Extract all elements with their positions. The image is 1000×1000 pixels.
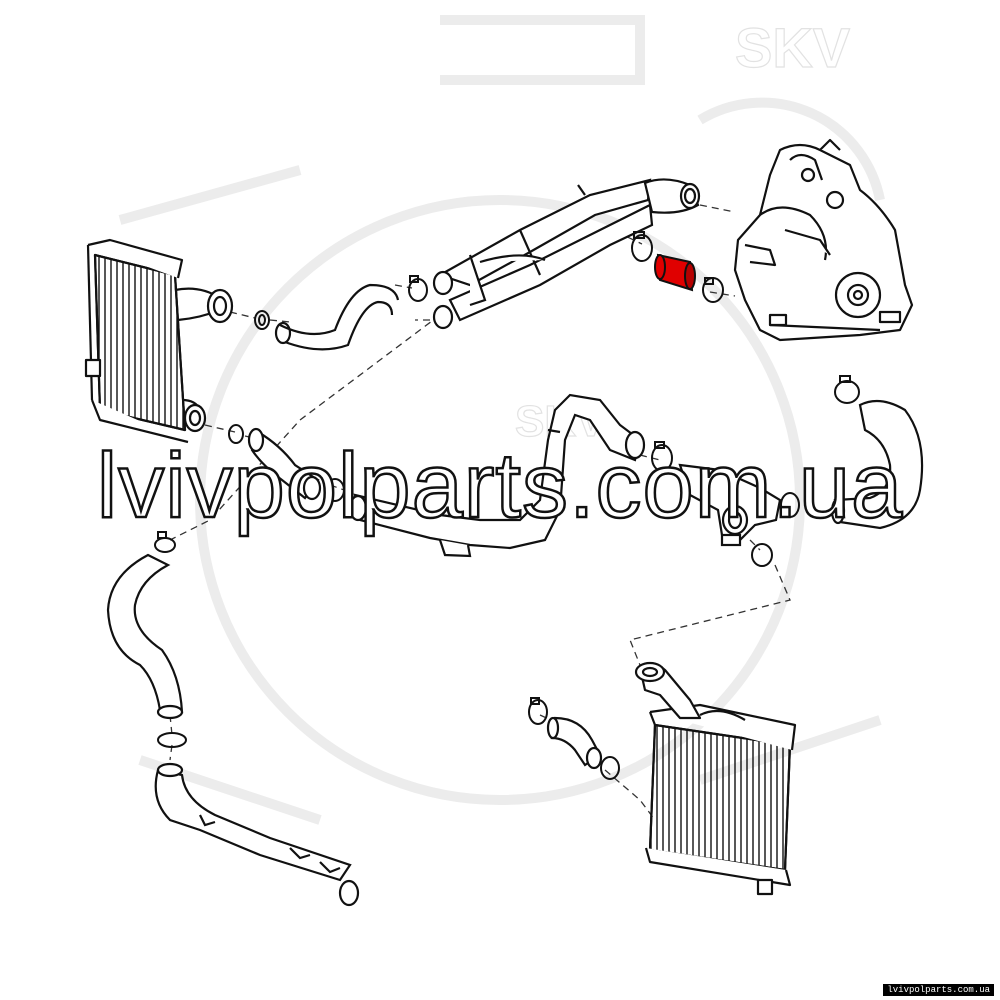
intercooler-right [634,661,797,896]
turbocharger [733,138,914,342]
seal-ring-4 [157,732,187,748]
lower-left-hose [106,553,184,720]
right-elbow-hose [830,399,924,530]
turbo-inlet-elbow [643,178,701,214]
hose-clamp-9 [528,697,548,725]
footer-url-label: lvivpolparts.com.ua [883,984,994,996]
upper-hose-left [274,283,400,351]
throttle-housing [678,463,782,547]
seal-ring-2 [228,424,244,444]
boost-hose-turbo-highlighted [654,253,696,292]
hose-clamp-1 [408,275,428,302]
hose-clamp-4 [325,478,345,502]
background-watermark-shapes [118,15,885,825]
brand-watermark-top: SKV [734,16,851,79]
hose-clamp-8 [154,531,176,553]
lower-intake-pipe [348,393,646,558]
lower-hose-left [247,427,322,501]
intercooler-left [84,238,234,444]
hose-clamp-2 [631,231,653,262]
hose-clamp-3 [702,277,724,303]
site-watermark: lvivpolparts.com.ua [96,435,904,537]
seal-ring-5 [600,756,620,780]
crossover-pipe [432,178,654,330]
seal-ring-1 [254,310,270,330]
hose-clamp-7 [834,375,860,404]
lower-left-pipe [154,762,360,907]
seal-ring-3 [751,543,773,567]
hose-clamp-6 [780,492,800,518]
intercooler-inlet-hose [546,716,603,770]
hose-clamp-5 [651,441,673,472]
